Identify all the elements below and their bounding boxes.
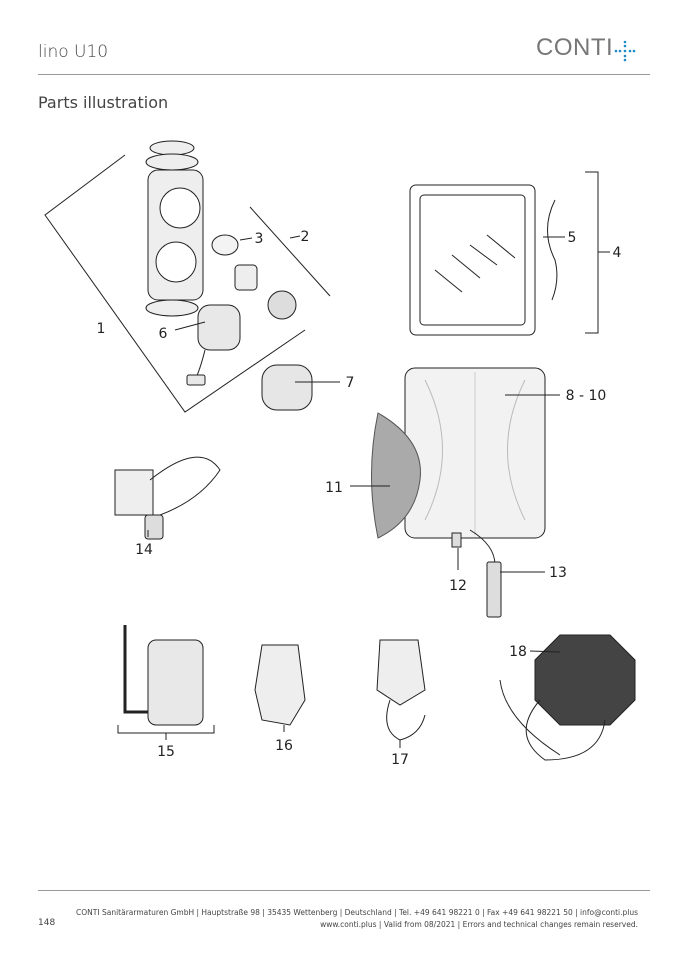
callout-1: 1	[97, 321, 106, 337]
callout-15: 15	[157, 744, 175, 760]
bracket-2	[249, 206, 331, 297]
filter	[267, 290, 297, 320]
mounting-frame-4	[409, 184, 536, 336]
battery-pack	[147, 639, 204, 726]
callout-17: 17	[391, 752, 409, 768]
cover-plate	[404, 367, 546, 539]
header-rule	[38, 74, 650, 75]
callout-2: 2	[301, 229, 310, 245]
callout-7: 7	[346, 375, 355, 391]
conti-logo: CONTI	[536, 34, 614, 61]
callout-8-10: 8 - 10	[566, 388, 607, 404]
callout-4: 4	[613, 245, 622, 261]
document-title: lino U10	[38, 42, 109, 62]
callout-5: 5	[568, 230, 577, 246]
lens-11	[371, 412, 421, 539]
part-12	[451, 532, 462, 548]
footer-rule	[38, 890, 650, 891]
callout-14: 14	[135, 542, 153, 558]
sensor-13	[486, 561, 502, 618]
ring-3	[211, 234, 239, 256]
cartridge	[234, 264, 258, 291]
callout-3: 3	[255, 231, 264, 247]
callout-13: 13	[549, 565, 567, 581]
valve-body	[145, 140, 204, 317]
footer-info: www.conti.plus | Valid from 08/2021 | Er…	[320, 920, 638, 929]
bracket-1	[44, 154, 306, 413]
callout-12: 12	[449, 578, 467, 594]
cap-7	[261, 364, 313, 411]
cable-5	[547, 199, 558, 301]
connector-17	[376, 639, 426, 706]
solenoid-6	[186, 304, 241, 386]
connector-16	[254, 644, 306, 726]
transformer-18	[534, 634, 636, 726]
callout-16: 16	[275, 738, 293, 754]
callout-11: 11	[325, 480, 343, 496]
parts-illustration: 1 2 3 4 5 6 7 8 - 10 11 12 13 14 15 16 1…	[44, 140, 636, 768]
battery-box-14	[114, 469, 154, 516]
callout-6: 6	[159, 326, 168, 342]
hex-key	[123, 625, 148, 714]
section-title: Parts illustration	[38, 93, 169, 112]
logo-plus-icon	[614, 40, 636, 62]
page-number: 148	[38, 918, 56, 928]
footer-address: CONTI Sanitärarmaturen GmbH | Hauptstraß…	[76, 908, 638, 917]
callout-18: 18	[509, 644, 527, 660]
